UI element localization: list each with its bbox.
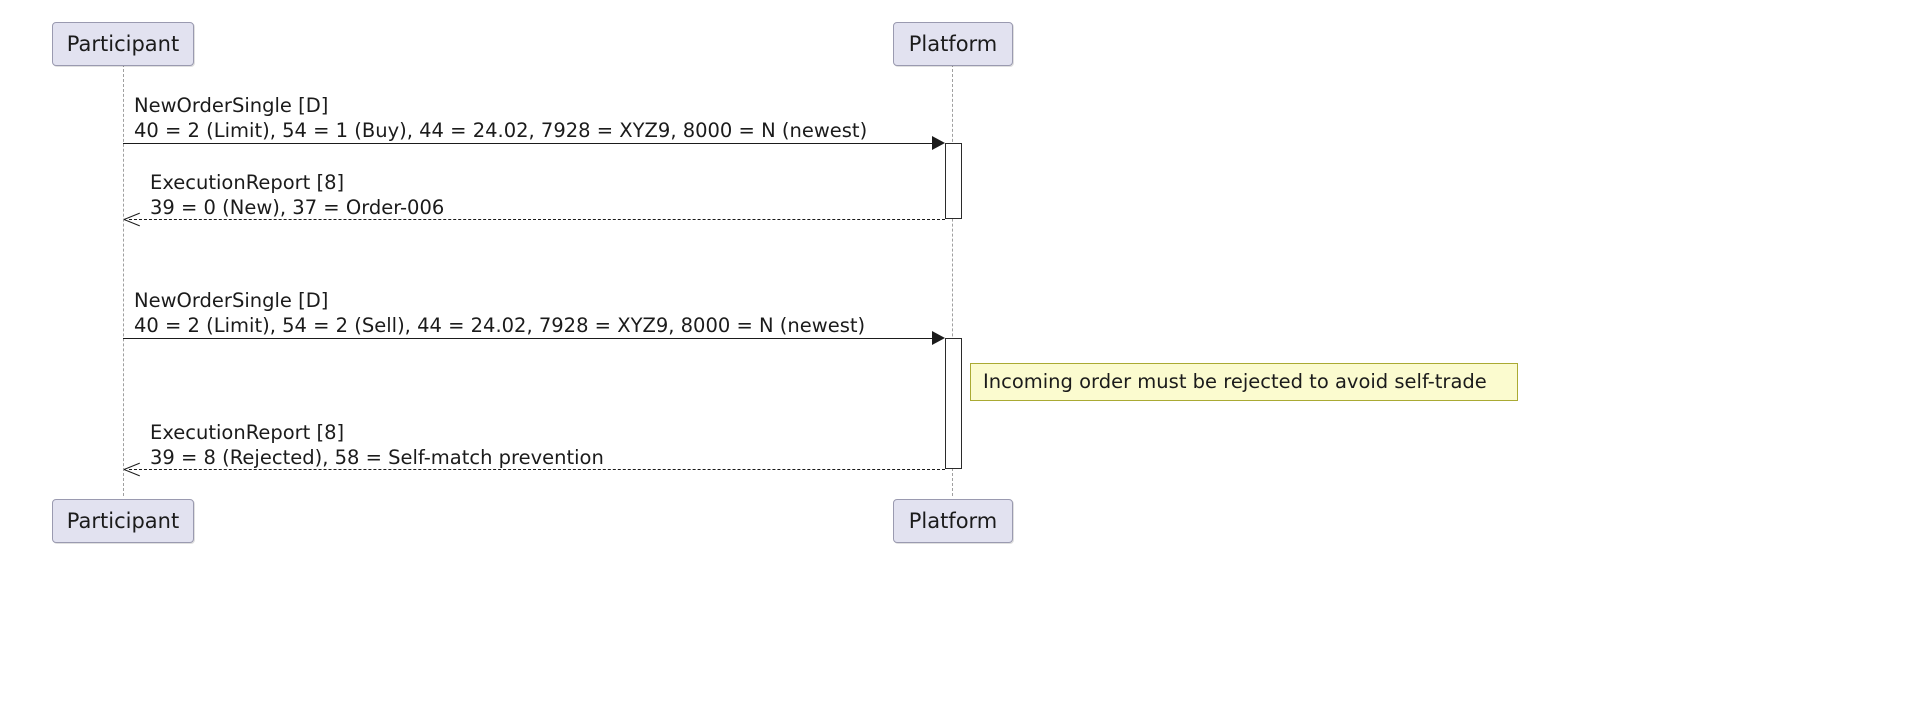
message-label-2: ExecutionReport [8] 39 = 0 (New), 37 = O… (150, 170, 444, 220)
participant-header-platform[interactable]: Platform (893, 22, 1013, 66)
note-self-trade: Incoming order must be rejected to avoid… (970, 363, 1518, 401)
participant-footer-platform[interactable]: Platform (893, 499, 1013, 543)
arrow-head-3 (932, 331, 945, 345)
note-text: Incoming order must be rejected to avoid… (983, 370, 1487, 393)
message-line: ExecutionReport [8] (150, 171, 345, 194)
participant-label: Participant (66, 509, 180, 533)
message-arrow-4 (129, 469, 945, 470)
message-line: NewOrderSingle [D] (134, 94, 329, 117)
participant-footer-participant[interactable]: Participant (52, 499, 194, 543)
message-line: 40 = 2 (Limit), 54 = 1 (Buy), 44 = 24.02… (134, 119, 868, 142)
message-line: 39 = 0 (New), 37 = Order-006 (150, 196, 445, 219)
message-arrow-1 (123, 143, 935, 144)
arrow-head-2 (124, 212, 140, 226)
lifeline-participant (123, 64, 124, 496)
participant-label: Participant (66, 32, 180, 56)
message-line: ExecutionReport [8] (150, 421, 345, 444)
lifeline-platform (952, 64, 953, 496)
activation-bar-platform-1 (945, 143, 962, 219)
arrow-head-1 (932, 136, 945, 150)
message-arrow-2 (129, 219, 945, 220)
message-line: 40 = 2 (Limit), 54 = 2 (Sell), 44 = 24.0… (134, 314, 866, 337)
message-label-4: ExecutionReport [8] 39 = 8 (Rejected), 5… (150, 420, 604, 470)
message-line: NewOrderSingle [D] (134, 289, 329, 312)
message-label-1: NewOrderSingle [D] 40 = 2 (Limit), 54 = … (134, 93, 867, 143)
message-label-3: NewOrderSingle [D] 40 = 2 (Limit), 54 = … (134, 288, 865, 338)
message-arrow-3 (123, 338, 935, 339)
arrow-head-4 (124, 462, 140, 476)
participant-label: Platform (908, 32, 998, 56)
activation-bar-platform-2 (945, 338, 962, 469)
message-line: 39 = 8 (Rejected), 58 = Self-match preve… (150, 446, 604, 469)
participant-label: Platform (908, 509, 998, 533)
participant-header-participant[interactable]: Participant (52, 22, 194, 66)
